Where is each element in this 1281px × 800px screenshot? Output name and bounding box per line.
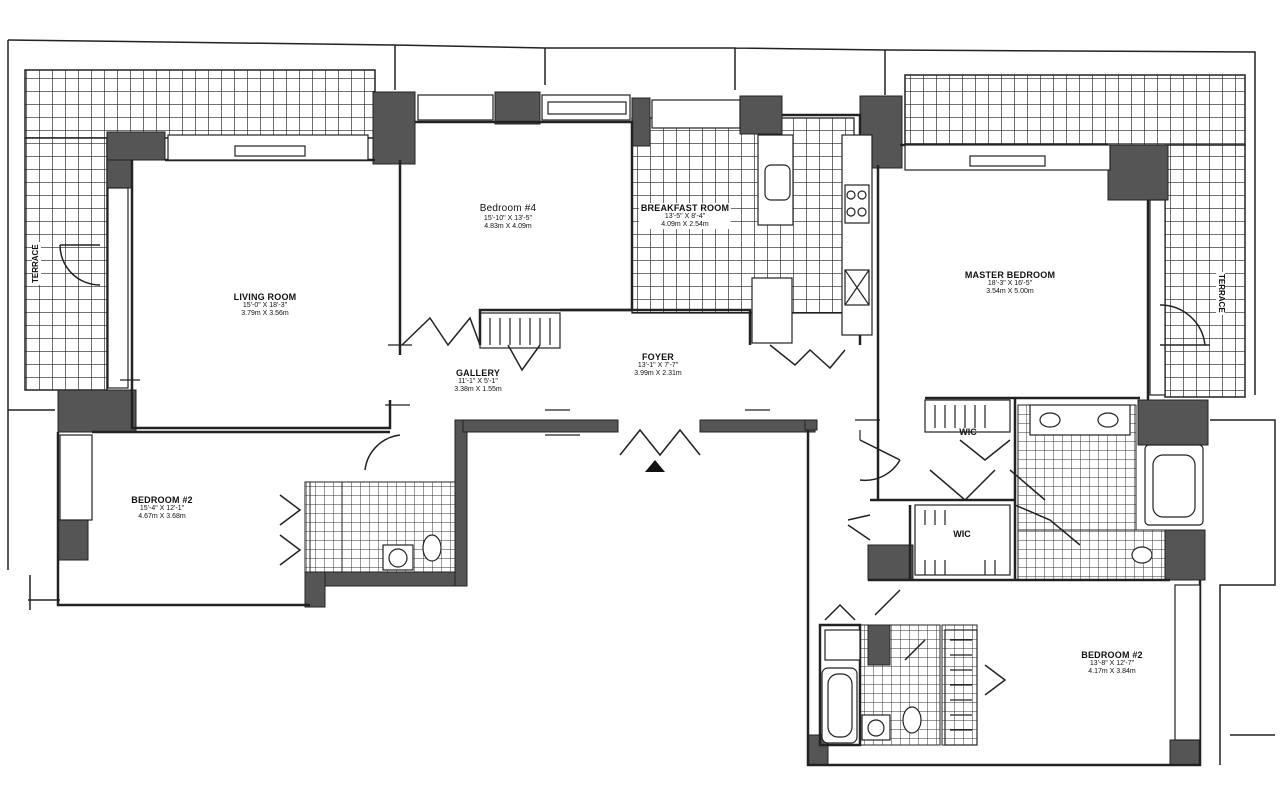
terrace-right-label: TERRACE — [1216, 272, 1226, 315]
kitchen-fixtures — [751, 134, 873, 344]
room-dim-imperial: 15'-10" X 13'-5" — [483, 214, 533, 222]
room-dim-imperial: 13'-8" X 12'-7" — [1089, 660, 1135, 668]
room-name: BREAKFAST ROOM — [640, 203, 730, 213]
wic-upper-label: WIC — [959, 427, 977, 437]
room-dim-metric: 3.79m X 3.56m — [241, 310, 289, 318]
bedroom4-label: Bedroom #4 15'-10" X 13'-5" 4.83m X 4.09… — [480, 203, 536, 231]
room-dim-metric: 3.38m X 1.55m — [454, 386, 502, 394]
room-name: GALLERY — [455, 368, 501, 378]
room-dim-imperial: 18'-3" X 16'-5" — [987, 280, 1033, 288]
windows — [59, 94, 1201, 741]
room-dim-imperial: 13'-1" X 7'-7" — [637, 362, 679, 370]
room-dim-metric: 4.17m X 3.84m — [1088, 668, 1136, 676]
room-dim-metric: 3.54m X 5.00m — [986, 288, 1034, 296]
living-room-label: LIVING ROOM 15'-0" X 18'-3" 3.79m X 3.56… — [234, 292, 297, 318]
room-name: FOYER — [641, 352, 674, 362]
room-name: LIVING ROOM — [233, 292, 297, 302]
terrace-left — [24, 69, 376, 391]
bedroom2-right-label: BEDROOM #2 13'-8" X 12'-7" 4.17m X 3.84m — [1081, 650, 1143, 676]
building-outline — [7, 39, 1276, 765]
room-dim-imperial: 11'-1" X 5'-1" — [458, 378, 498, 386]
room-name: BEDROOM #2 — [1081, 650, 1143, 660]
master-bedroom-label: MASTER BEDROOM 18'-3" X 16'-5" 3.54m X 5… — [965, 270, 1055, 296]
breakfast-room-label: BREAKFAST ROOM 13'-5" X 8'-4" 4.09m X 2.… — [638, 203, 732, 230]
wic-lower-label: WIC — [953, 529, 971, 539]
dimension-ticks — [120, 344, 880, 440]
room-name: BEDROOM #2 — [131, 495, 193, 505]
room-name: MASTER BEDROOM — [964, 270, 1056, 280]
entry-arrow — [645, 460, 665, 472]
gallery-label: GALLERY 11'-1" X 5'-1" 3.38m X 1.55m — [454, 368, 501, 394]
room-dim-metric: 3.99m X 2.31m — [634, 370, 682, 378]
room-dim-metric: 4.83m X 4.09m — [484, 222, 532, 230]
room-dim-metric: 4.67m X 3.68m — [138, 513, 186, 521]
foyer-label: FOYER 13'-1" X 7'-7" 3.99m X 2.31m — [634, 352, 681, 378]
room-name: Bedroom #4 — [479, 203, 537, 214]
bedroom2-left-label: BEDROOM #2 15'-4" X 12'-1" 4.67m X 3.68m — [131, 495, 193, 521]
doors — [59, 244, 1210, 696]
terrace-left-label: TERRACE — [31, 242, 41, 285]
room-dim-imperial: 13'-5" X 8'-4" — [664, 213, 706, 221]
closets — [479, 312, 1011, 746]
room-dim-imperial: 15'-0" X 18'-3" — [242, 302, 288, 310]
bath-fixtures — [382, 404, 1204, 744]
room-dim-metric: 4.09m X 2.54m — [661, 221, 709, 229]
room-dim-imperial: 15'-4" X 12'-1" — [139, 505, 185, 513]
terrace-right — [904, 74, 1246, 398]
